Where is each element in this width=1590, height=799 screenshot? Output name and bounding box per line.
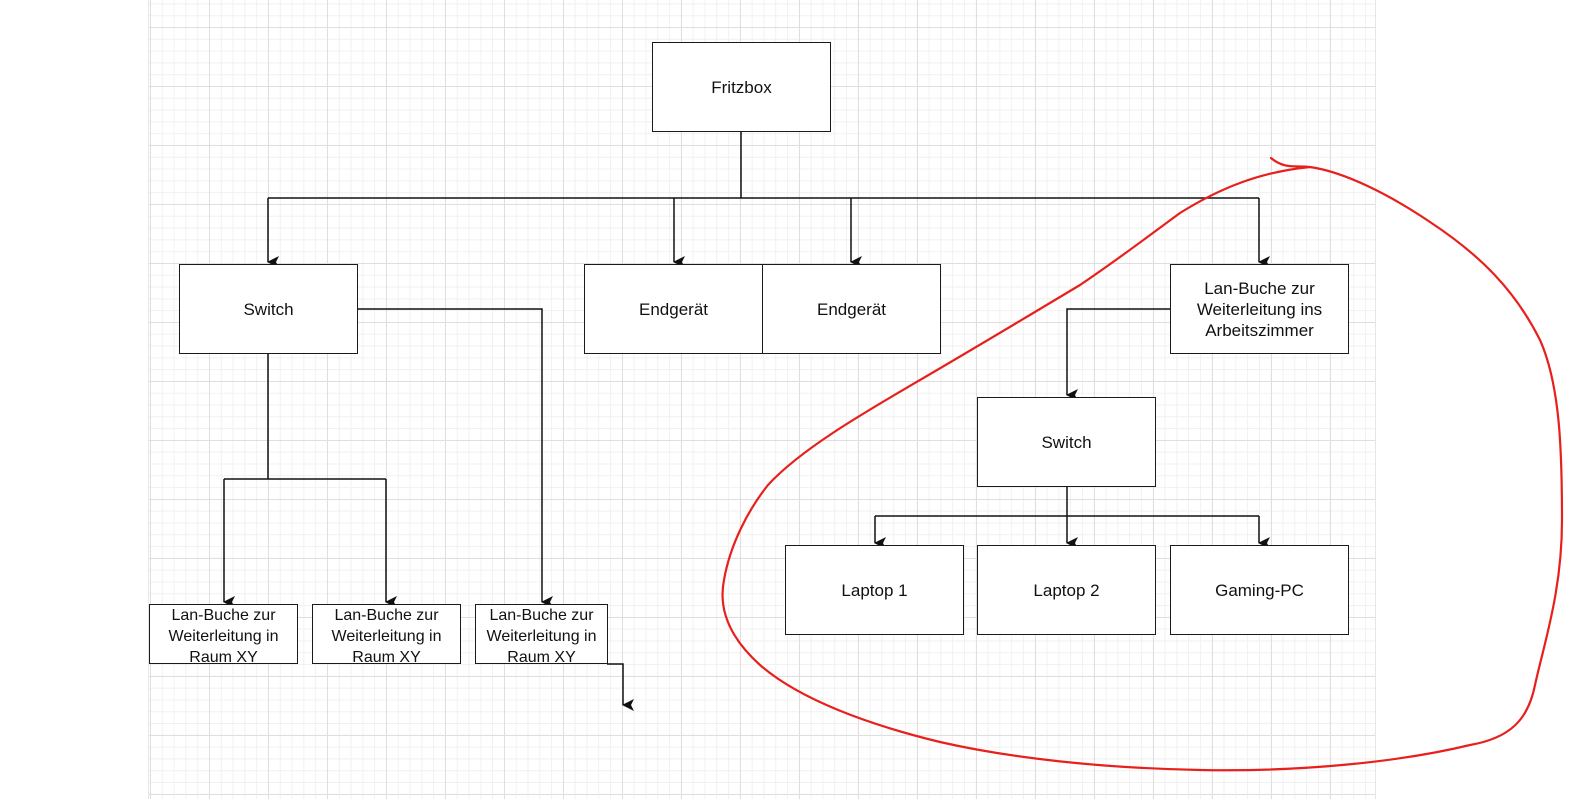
node-endgeraet-2[interactable]: Endgerät: [762, 264, 941, 354]
node-endgeraet-1[interactable]: Endgerät: [584, 264, 763, 354]
node-switch-left[interactable]: Switch: [179, 264, 358, 354]
node-label: Fritzbox: [711, 77, 772, 97]
connector-to-switch-right: [1066, 308, 1170, 401]
node-lan-arbeitszimmer[interactable]: Lan-Buche zur Weiterleitung ins Arbeitsz…: [1170, 264, 1349, 354]
node-laptop-1[interactable]: Laptop 1: [785, 545, 964, 635]
node-label: Lan-Buche zur Weiterleitung in Raum XY: [331, 607, 442, 666]
node-label: Endgerät: [639, 299, 708, 319]
node-label: Switch: [1041, 432, 1092, 452]
node-lan-raum-2[interactable]: Lan-Buche zur Weiterleitung in Raum XY: [312, 604, 461, 666]
node-label: Lan-Buche zur Weiterleitung in Raum XY: [486, 607, 597, 666]
node-label: Lan-Buche zur Weiterleitung in Raum XY: [168, 607, 279, 666]
node-label: Endgerät: [817, 299, 886, 319]
node-label: Laptop 2: [1033, 580, 1100, 600]
node-gaming-pc[interactable]: Gaming-PC: [1170, 545, 1349, 635]
node-switch-right[interactable]: Switch: [977, 397, 1156, 487]
node-label: Switch: [243, 299, 294, 319]
node-lan-raum-1[interactable]: Lan-Buche zur Weiterleitung in Raum XY: [149, 604, 298, 666]
node-fritzbox[interactable]: Fritzbox: [652, 42, 831, 132]
node-laptop-2[interactable]: Laptop 2: [977, 545, 1156, 635]
node-label: Lan-Buche zur Weiterleitung ins Arbeitsz…: [1196, 278, 1323, 340]
node-label: Laptop 1: [841, 580, 908, 600]
node-label: Gaming-PC: [1215, 580, 1304, 600]
connector-loose-end: [607, 663, 634, 711]
node-lan-raum-3[interactable]: Lan-Buche zur Weiterleitung in Raum XY: [475, 604, 608, 666]
connector-to-lan-raum-3: [357, 308, 553, 608]
